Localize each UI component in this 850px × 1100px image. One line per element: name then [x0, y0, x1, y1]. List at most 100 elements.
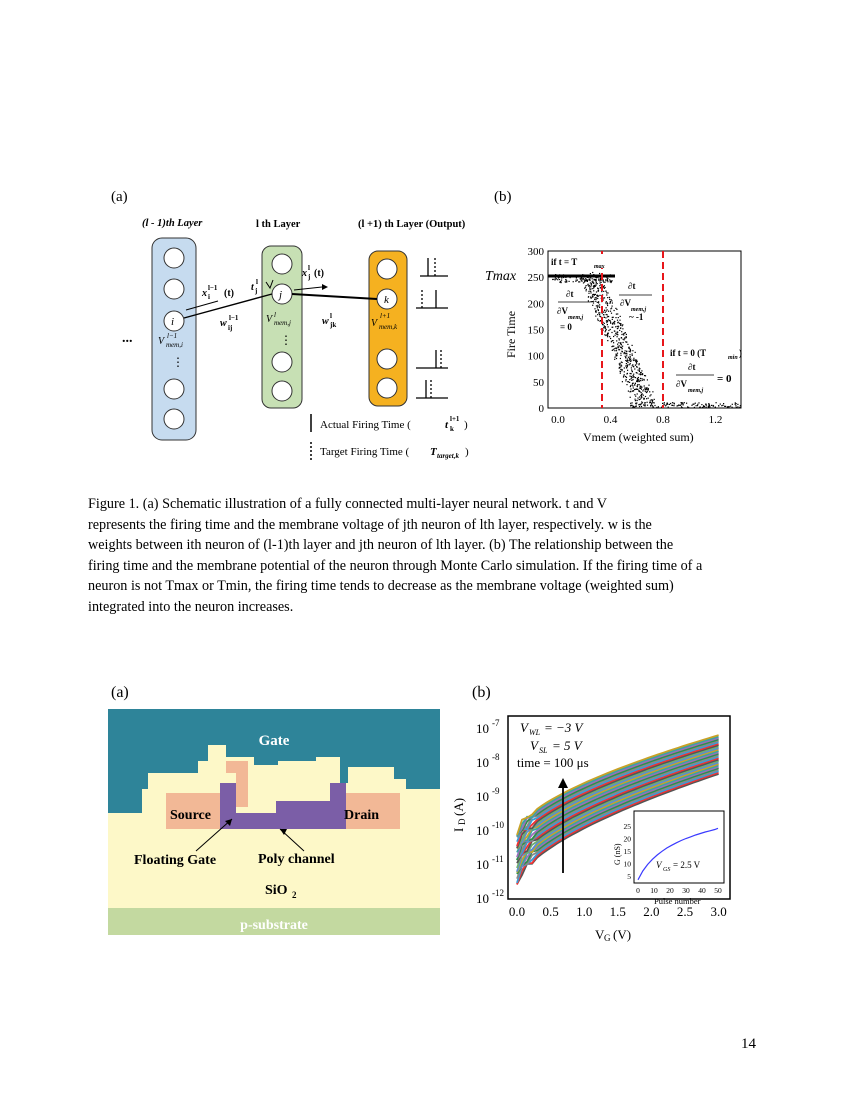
scatter-point	[598, 306, 600, 308]
scatter-point	[612, 340, 614, 342]
inset-ytick: 10	[624, 860, 632, 869]
svg-text:l: l	[256, 278, 258, 286]
scatter-point	[595, 297, 598, 299]
scatter-point	[559, 281, 561, 283]
gate-region	[108, 709, 440, 813]
scatter-point	[560, 280, 562, 283]
scatter-point	[709, 405, 711, 407]
scatter-point	[646, 404, 649, 406]
scatter-point	[629, 351, 631, 353]
scatter-point	[610, 308, 612, 310]
scatter-point	[670, 402, 672, 405]
scatter-point	[639, 377, 642, 379]
scatter-point	[627, 361, 629, 364]
scatter-point	[638, 367, 640, 369]
scatter-point	[662, 402, 664, 404]
svg-text:GS: GS	[663, 867, 670, 873]
layer-next-box	[368, 250, 408, 407]
svg-text:∂t: ∂t	[628, 281, 635, 291]
scatter-point	[599, 287, 601, 289]
scatter-point	[588, 277, 590, 279]
caption-line-3: weights between ith neuron of (l-1)th la…	[88, 537, 674, 553]
scatter-point	[693, 403, 695, 405]
scatter-point	[604, 286, 606, 289]
scatter-point	[592, 294, 594, 296]
scatter-point	[613, 330, 615, 332]
scatter-point	[622, 341, 624, 344]
iv-curve	[516, 751, 719, 858]
scatter-point	[640, 373, 642, 375]
scatter-point	[561, 277, 563, 279]
scatter-point	[601, 323, 604, 326]
svg-text:∂V: ∂V	[557, 306, 568, 316]
scatter-point	[564, 281, 566, 283]
svg-text:∂V: ∂V	[676, 379, 687, 389]
scatter-point	[633, 390, 635, 392]
scatter-point	[645, 387, 647, 389]
scatter-point	[605, 301, 607, 303]
scatter-point	[593, 284, 595, 286]
scatter-point	[605, 290, 607, 292]
scatter-point	[723, 403, 725, 405]
scatter-point	[629, 375, 631, 377]
scatter-point	[652, 391, 654, 393]
scatter-point	[606, 314, 608, 316]
scatter-point	[612, 349, 614, 351]
scatter-point	[642, 394, 644, 396]
svg-text:mem,j: mem,j	[688, 388, 703, 394]
scatter-point	[625, 376, 628, 378]
scatter-point	[618, 342, 620, 344]
scatter-point	[593, 287, 595, 289]
scatter-point	[605, 310, 607, 312]
scatter-point	[638, 370, 640, 372]
scatter-point	[587, 284, 589, 286]
scatter-point	[621, 325, 623, 327]
svg-text:∂t: ∂t	[566, 289, 573, 299]
scatter-point	[598, 301, 600, 303]
scatter-xtick: 0.4	[604, 414, 618, 426]
scatter-point	[631, 382, 634, 384]
scatter-point	[625, 337, 627, 339]
vmem-i: V	[158, 336, 166, 347]
scatter-point	[599, 315, 601, 317]
scatter-point	[640, 403, 642, 405]
scatter-point	[554, 278, 556, 280]
scatter-point	[650, 394, 652, 396]
scatter-point	[598, 279, 600, 281]
scatter-point	[603, 314, 605, 316]
scatter-point	[594, 308, 596, 310]
scatter-point	[679, 404, 681, 406]
scatter-point	[642, 373, 644, 375]
x-j-label: x	[301, 268, 307, 279]
scatter-point	[599, 282, 601, 284]
node-i-label: i	[171, 316, 174, 328]
scatter-point	[621, 365, 623, 367]
svg-text:(t): (t)	[314, 268, 324, 279]
iv-ytick: 10	[476, 789, 489, 804]
scatter-point	[618, 366, 621, 368]
scatter-point	[605, 313, 607, 316]
iv-curve	[516, 760, 719, 869]
scatter-point	[621, 361, 623, 364]
scatter-point	[597, 314, 599, 316]
scatter-point	[645, 388, 648, 390]
scatter-point	[606, 309, 608, 311]
scatter-point	[638, 384, 640, 386]
scatter-point	[623, 332, 626, 334]
svg-text:2: 2	[292, 890, 297, 900]
scatter-point	[596, 307, 598, 309]
scatter-point	[637, 380, 639, 382]
scatter-xtick: 1.2	[709, 414, 723, 426]
node-j-label: j	[277, 289, 282, 301]
scatter-point	[585, 285, 587, 287]
scatter-point	[638, 369, 640, 371]
scatter-point	[590, 284, 592, 286]
scatter-point	[628, 359, 631, 361]
scatter-point	[620, 361, 622, 363]
scatter-point	[631, 384, 633, 386]
scatter-point	[612, 326, 614, 328]
scatter-point	[701, 404, 703, 406]
scatter-point	[605, 302, 607, 304]
scatter-point	[627, 364, 629, 366]
scatter-ytick: 50	[533, 377, 545, 389]
